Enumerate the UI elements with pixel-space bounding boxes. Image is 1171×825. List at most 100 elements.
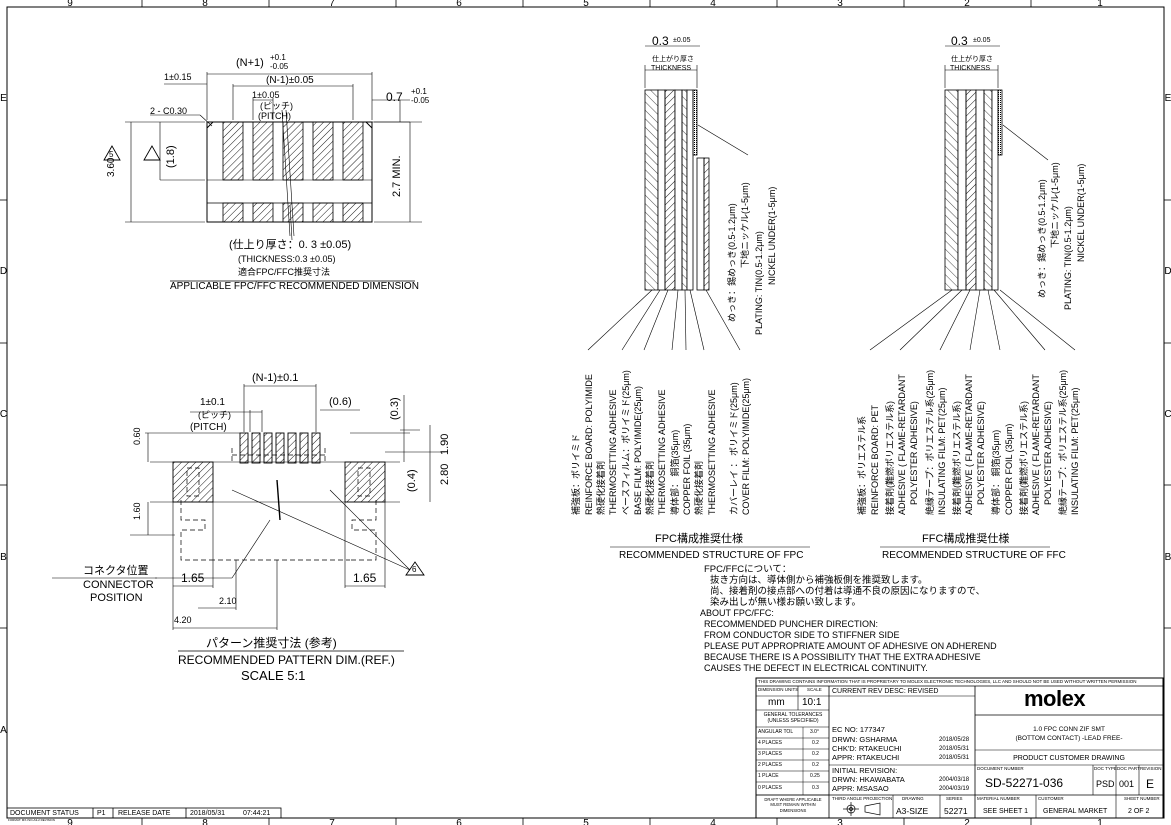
dim-pattern-pitch-en: (PITCH) xyxy=(190,422,227,433)
ffc-layer-0: 補強板：ポリエステル系 xyxy=(857,415,867,515)
tb-customer-label: CUSTOMER xyxy=(1038,796,1064,801)
fpc-layer-12: カバーレイ ： ポリイミド(25μm) xyxy=(729,382,739,515)
format-note: FORMAT: MX-ISO-A3-2 REVISION xyxy=(8,818,55,822)
tb-product-line-1: 1.0 FPC CONN ZIF SMT xyxy=(1033,726,1105,733)
fpc-layer-9: COPPER FOIL (35μm) xyxy=(682,423,692,515)
tb-series-label: SERIES xyxy=(946,796,963,801)
ffc-layer-15: 絶縁テープ：ポリエステル系(25μm) xyxy=(1058,369,1068,515)
fpc-plating-en-1: PLATING: TIN(0.5-1.2μm) xyxy=(754,231,764,335)
ffc-layer-10: 導体部： 銅箔(35μm) xyxy=(991,429,1001,515)
dim-pad-right: 1.65 xyxy=(353,571,377,585)
dim-height: 3.60 xyxy=(106,157,117,177)
fpc-layer-10: 熱硬化接着剤 xyxy=(694,460,704,515)
title-block xyxy=(755,677,1164,819)
tb-init-appr: APPR: MSASAO xyxy=(832,784,889,793)
fpc-thickness: 0.3 xyxy=(652,34,669,48)
tb-drwn: DRWN: GSHARMA xyxy=(832,735,898,744)
tb-drawing-type: PRODUCT CUSTOMER DRAWING xyxy=(1013,755,1125,762)
dim-left-height: 0.60 xyxy=(132,427,142,445)
col-num-8-bottom: 8 xyxy=(202,818,208,825)
fpc-layer-7: THERMOSETTING ADHESIVE xyxy=(657,389,667,515)
tb-chkd-date: 2018/05/31 xyxy=(939,746,970,752)
dim-inner-width: (N-1)±0.05 xyxy=(266,75,314,86)
ffc-layer-4: POLYESTER ADHESIVE) xyxy=(909,401,919,505)
tb-drawing-label: DRAWING xyxy=(902,796,924,801)
dim-edge: 1±0.15 xyxy=(164,72,192,82)
tb-revision-label: REVISION xyxy=(1140,766,1162,771)
dim-right-h1: 1.90 xyxy=(439,433,451,455)
row-letter-d: D xyxy=(0,266,7,277)
ffc-layer-14: POLYESTER ADHESIVE) xyxy=(1043,401,1053,505)
tb-scale: 10:1 xyxy=(802,697,822,708)
fpc-thickness-tol: ±0.05 xyxy=(673,37,691,44)
tb-product-line-2: (BOTTOM CONTACT) -LEAD FREE- xyxy=(1015,735,1123,742)
thickness-en: (THICKNESS:0.3 ±0.05) xyxy=(238,254,336,264)
ffc-layer-3: ADHESIVE ( FLAME-RETARDANT xyxy=(897,374,907,515)
ffc-layer-2: 接着剤(難燃ポリエステル系) xyxy=(885,401,895,515)
fpc-dim-title-en: APPLICABLE FPC/FFC RECOMMENDED DIMENSION xyxy=(170,281,419,292)
col-num-9: 9 xyxy=(67,0,73,9)
col-num-3: 3 xyxy=(837,0,843,9)
tb-initial-revision: INITIAL REVISION: xyxy=(832,766,898,775)
tb-dimension-units: mm xyxy=(768,697,785,708)
dim-pitch-en: (PITCH) xyxy=(258,111,291,121)
dim-total-width: (N+1) xyxy=(236,57,264,69)
fpc-layer-11: THERMOSETTING ADHESIVE xyxy=(707,389,717,515)
ffc-thickness: 0.3 xyxy=(951,34,968,48)
tb-doc-number: SD-52271-036 xyxy=(985,776,1064,790)
tb-doc-part: 001 xyxy=(1119,779,1135,789)
fpc-plating-jp-2: 下地ニッケル(1-5μm) xyxy=(740,182,750,268)
col-num-5-bottom: 5 xyxy=(583,818,589,825)
tb-appr-date: 2018/05/31 xyxy=(939,755,970,761)
col-num-9-bottom: 9 xyxy=(67,818,73,825)
dim-total-tol-upper: +0.1 xyxy=(270,53,286,62)
tb-tol-0-label: 0 PLACES xyxy=(758,785,782,791)
tb-projection-label: THIRD ANGLE PROJECTION xyxy=(832,796,893,801)
tb-tol-2-value: 0.2 xyxy=(812,762,819,768)
fpc-layer-1: REINFORCE BOARD: POLYIMIDE xyxy=(584,374,594,515)
notes-jp-line-2: 尚、接着剤の接点部への付着は導通不良の原因になりますので、 xyxy=(710,586,986,597)
pattern-scale: SCALE 5:1 xyxy=(241,668,306,683)
notes-en-line-3: PLEASE PUT APPROPRIATE AMOUNT OF ADHESIV… xyxy=(704,641,997,651)
row-letter-b: B xyxy=(0,552,7,563)
dim-pitch-jp: (ピッチ) xyxy=(260,101,293,111)
ffc-layer-12: 接着剤(難燃ポリエステル系) xyxy=(1019,401,1029,515)
ffc-layer-11: COPPER FOIL (35μm) xyxy=(1004,423,1014,515)
notes-en-line-5: CAUSES THE DEFECT IN ELECTRICAL CONTINUI… xyxy=(704,663,928,673)
tb-init-appr-date: 2004/03/19 xyxy=(939,786,970,792)
fpc-layer-5: BASE FILM: POLYIMIDE(25μm) xyxy=(633,385,643,515)
notes-en-line-1: RECOMMENDED PUNCHER DIRECTION: xyxy=(704,619,879,629)
dim-chamfer: 2 - C0.30 xyxy=(150,106,188,116)
tb-tol-1-value: 0.25 xyxy=(810,773,820,779)
col-num-4-bottom: 4 xyxy=(710,818,716,825)
tb-tol-4-value: 0.2 xyxy=(812,740,819,746)
tb-current-rev: CURRENT REV DESC: REVISED xyxy=(832,688,939,695)
ffc-plating-en-2: NICKEL UNDER(1-5μm) xyxy=(1076,163,1086,262)
col-num-3-bottom: 3 xyxy=(837,818,843,825)
tb-proprietary: THIS DRAWING CONTAINS INFORMATION THAT I… xyxy=(758,679,1137,684)
row-letter-e-right: E xyxy=(1165,93,1171,104)
connector-position-jp: コネクタ位置 xyxy=(83,565,149,577)
dim-pitch: 1±0.05 xyxy=(252,90,280,100)
tb-dimension-units-label: DIMENSION UNITS xyxy=(758,687,799,692)
dim-contact-length: (1.8) xyxy=(165,145,177,168)
row-letter-a: A xyxy=(0,725,7,736)
fpc-layer-13: COVER FILM: POLYIMIDE(25μm) xyxy=(741,377,751,515)
col-num-4: 4 xyxy=(710,0,716,9)
dim-4-20: 4.20 xyxy=(174,615,192,625)
release-date-label: RELEASE DATE xyxy=(118,810,171,817)
ffc-structure-view xyxy=(869,45,1076,548)
tb-doc-part-label: DOC PART xyxy=(1117,766,1140,771)
dim-pattern-pitch-jp: (ピッチ) xyxy=(198,410,231,420)
fpc-structure-title-jp: FPC構成推奨仕様 xyxy=(655,533,743,545)
tb-tol-1-label: 1 PLACE xyxy=(758,773,779,779)
ffc-plating-jp-1: めっき：錫めっき(0.5-1.2μm) xyxy=(1037,179,1047,298)
fpc-thickness-jp: 仕上がり厚さ xyxy=(652,56,694,63)
tb-chkd: CHK'D: RTAKEUCHI xyxy=(832,744,902,753)
ffc-structure-title-jp: FFC構成推奨仕様 xyxy=(922,533,1010,545)
tb-ec-no: EC NO: 177347 xyxy=(832,725,885,734)
fpc-layer-3: THERMOSETTING ADHESIVE xyxy=(608,389,618,515)
row-letter-d-right: D xyxy=(1164,266,1171,277)
dim-pattern-gap: (0.6) xyxy=(329,396,352,408)
